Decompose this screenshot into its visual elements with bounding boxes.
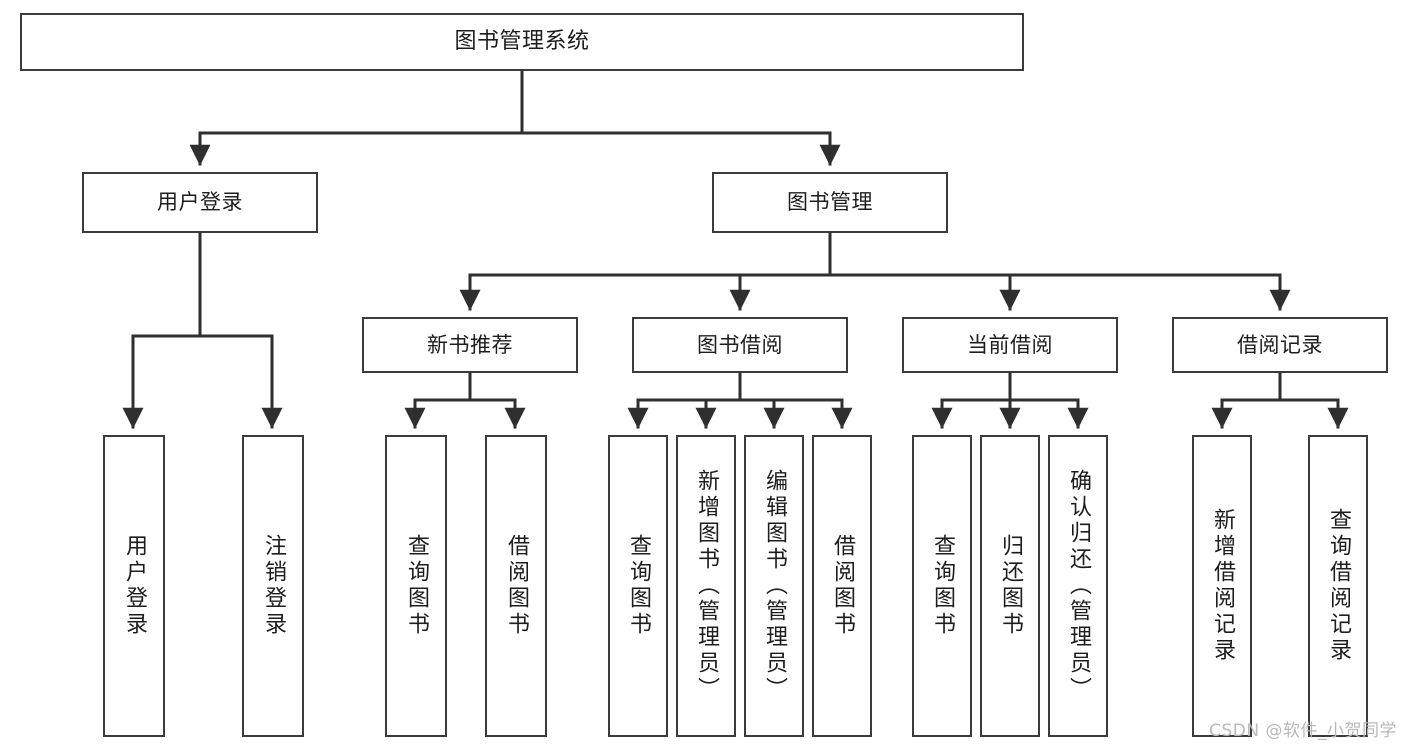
node-leaf-edit-book[interactable]: 编辑图书（管理员） (744, 435, 804, 737)
node-leaf-borrow-book-1[interactable]: 借阅图书 (485, 435, 547, 737)
csdn-watermark: CSDN @软件_小贺同学 (1209, 721, 1397, 741)
node-borrow-record-label: 借阅记录 (1237, 332, 1323, 357)
node-current-borrow[interactable]: 当前借阅 (902, 317, 1118, 373)
node-book-management-label: 图书管理 (787, 190, 873, 215)
node-leaf-add-record-label: 新增借阅记录 (1210, 508, 1235, 664)
node-leaf-query-record-label: 查询借阅记录 (1326, 508, 1351, 664)
node-leaf-borrow-book-2-label: 借阅图书 (830, 534, 855, 638)
node-leaf-confirm-return[interactable]: 确认归还（管理员） (1048, 435, 1108, 737)
node-leaf-query-book-3[interactable]: 查询图书 (912, 435, 972, 737)
node-borrow-record[interactable]: 借阅记录 (1172, 317, 1388, 373)
node-leaf-query-book-2[interactable]: 查询图书 (608, 435, 668, 737)
node-leaf-user-login[interactable]: 用户登录 (103, 435, 165, 737)
node-leaf-confirm-return-label: 确认归还（管理员） (1066, 469, 1091, 703)
node-book-borrow[interactable]: 图书借阅 (632, 317, 848, 373)
node-user-login-label: 用户登录 (157, 190, 243, 215)
node-leaf-edit-book-label: 编辑图书（管理员） (762, 469, 787, 703)
node-leaf-return-book[interactable]: 归还图书 (980, 435, 1040, 737)
node-book-borrow-label: 图书借阅 (697, 332, 783, 357)
node-leaf-logout[interactable]: 注销登录 (242, 435, 304, 737)
node-leaf-borrow-book-2[interactable]: 借阅图书 (812, 435, 872, 737)
node-leaf-query-book-1[interactable]: 查询图书 (385, 435, 447, 737)
node-leaf-add-record[interactable]: 新增借阅记录 (1192, 435, 1252, 737)
node-root-label: 图书管理系统 (454, 28, 590, 54)
node-leaf-add-book-label: 新增图书（管理员） (694, 469, 719, 703)
node-root[interactable]: 图书管理系统 (20, 13, 1024, 71)
node-leaf-query-record[interactable]: 查询借阅记录 (1308, 435, 1368, 737)
node-leaf-query-book-2-label: 查询图书 (626, 534, 651, 638)
node-leaf-user-login-label: 用户登录 (122, 534, 147, 638)
node-user-login[interactable]: 用户登录 (82, 172, 318, 233)
node-leaf-borrow-book-1-label: 借阅图书 (504, 534, 529, 638)
node-new-book-recommend-label: 新书推荐 (427, 332, 513, 357)
node-leaf-return-book-label: 归还图书 (998, 534, 1023, 638)
node-current-borrow-label: 当前借阅 (967, 332, 1053, 357)
node-book-management[interactable]: 图书管理 (712, 172, 948, 233)
node-new-book-recommend[interactable]: 新书推荐 (362, 317, 578, 373)
node-leaf-query-book-1-label: 查询图书 (404, 534, 429, 638)
node-leaf-logout-label: 注销登录 (261, 534, 286, 638)
node-leaf-add-book[interactable]: 新增图书（管理员） (676, 435, 736, 737)
node-leaf-query-book-3-label: 查询图书 (930, 534, 955, 638)
